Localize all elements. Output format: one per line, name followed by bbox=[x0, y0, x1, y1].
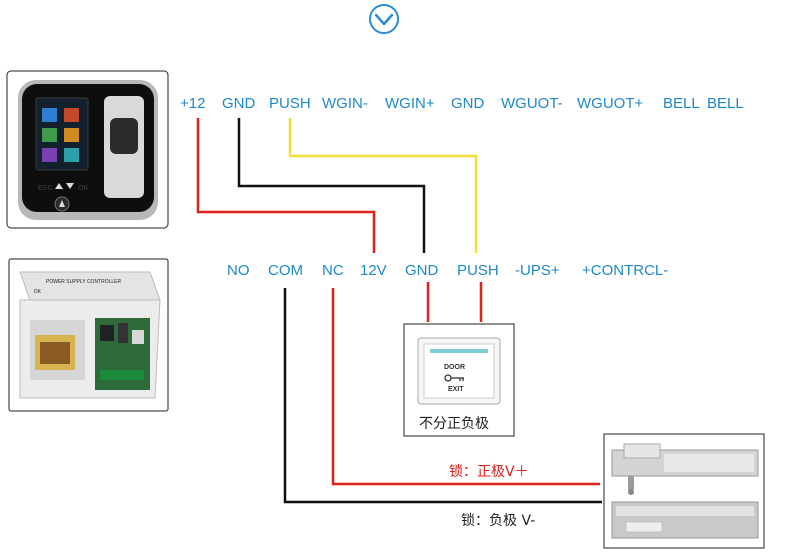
reader-terminal: WGUOT+ bbox=[577, 95, 643, 112]
wire-black-gnd bbox=[237, 118, 426, 253]
power-supply-image: POWER SUPPLY CONTROLLER DK bbox=[8, 258, 169, 412]
reader-terminal: PUSH bbox=[269, 95, 311, 112]
lock-negative-label: 锁：负极 V- bbox=[461, 513, 535, 529]
reader-terminal: WGIN- bbox=[322, 95, 368, 112]
controller-terminal: GND bbox=[405, 262, 439, 279]
reader-terminal: WGIN+ bbox=[385, 95, 435, 112]
reader-terminal: GND bbox=[451, 95, 485, 112]
exit-button-door-text: DOOR bbox=[444, 364, 465, 371]
fingerprint-reader-image: ESC OK bbox=[6, 70, 169, 229]
wire-black-com-lock bbox=[283, 288, 602, 504]
wires bbox=[196, 118, 602, 504]
controller-terminal: 12V bbox=[360, 262, 387, 279]
power-supply-brand: DK bbox=[34, 289, 42, 295]
exit-button-image: DOOR EXIT 不分正负极 bbox=[403, 323, 515, 437]
wire-red-12v bbox=[196, 118, 376, 253]
controller-terminal: +CONTRCL- bbox=[582, 262, 668, 279]
controller-terminal: NC bbox=[322, 262, 344, 279]
reader-terminal: BELL bbox=[663, 95, 700, 112]
wire-red-nc-lock bbox=[331, 288, 600, 486]
chevron-down-circle-icon[interactable] bbox=[369, 4, 399, 34]
reader-terminal: WGUOT- bbox=[501, 95, 563, 112]
ok-button-label: OK bbox=[78, 185, 89, 192]
wire-yellow-push bbox=[288, 118, 478, 253]
power-supply-label: POWER SUPPLY CONTROLLER bbox=[46, 279, 121, 285]
controller-terminal: PUSH bbox=[457, 262, 499, 279]
lock-positive-label: 锁：正极V＋ bbox=[449, 464, 529, 480]
reader-terminal: GND bbox=[222, 95, 256, 112]
exit-button-caption: 不分正负极 bbox=[419, 416, 489, 432]
controller-terminal: COM bbox=[268, 262, 303, 279]
controller-terminal: NO bbox=[227, 262, 250, 279]
reader-terminal: +12 bbox=[180, 95, 205, 112]
magnetic-lock-image bbox=[603, 433, 765, 549]
exit-button-exit-text: EXIT bbox=[448, 386, 464, 393]
controller-terminals: NO COM NC 12V GND PUSH -UPS+ +CONTRCL- bbox=[227, 262, 668, 279]
controller-terminal: -UPS+ bbox=[515, 262, 560, 279]
esc-button-label: ESC bbox=[38, 185, 52, 192]
reader-terminals: +12 GND PUSH WGIN- WGIN+ GND WGUOT- WGUO… bbox=[180, 95, 744, 112]
key-icon bbox=[444, 374, 464, 382]
reader-terminal: BELL bbox=[707, 95, 744, 112]
bell-icon bbox=[59, 200, 65, 207]
